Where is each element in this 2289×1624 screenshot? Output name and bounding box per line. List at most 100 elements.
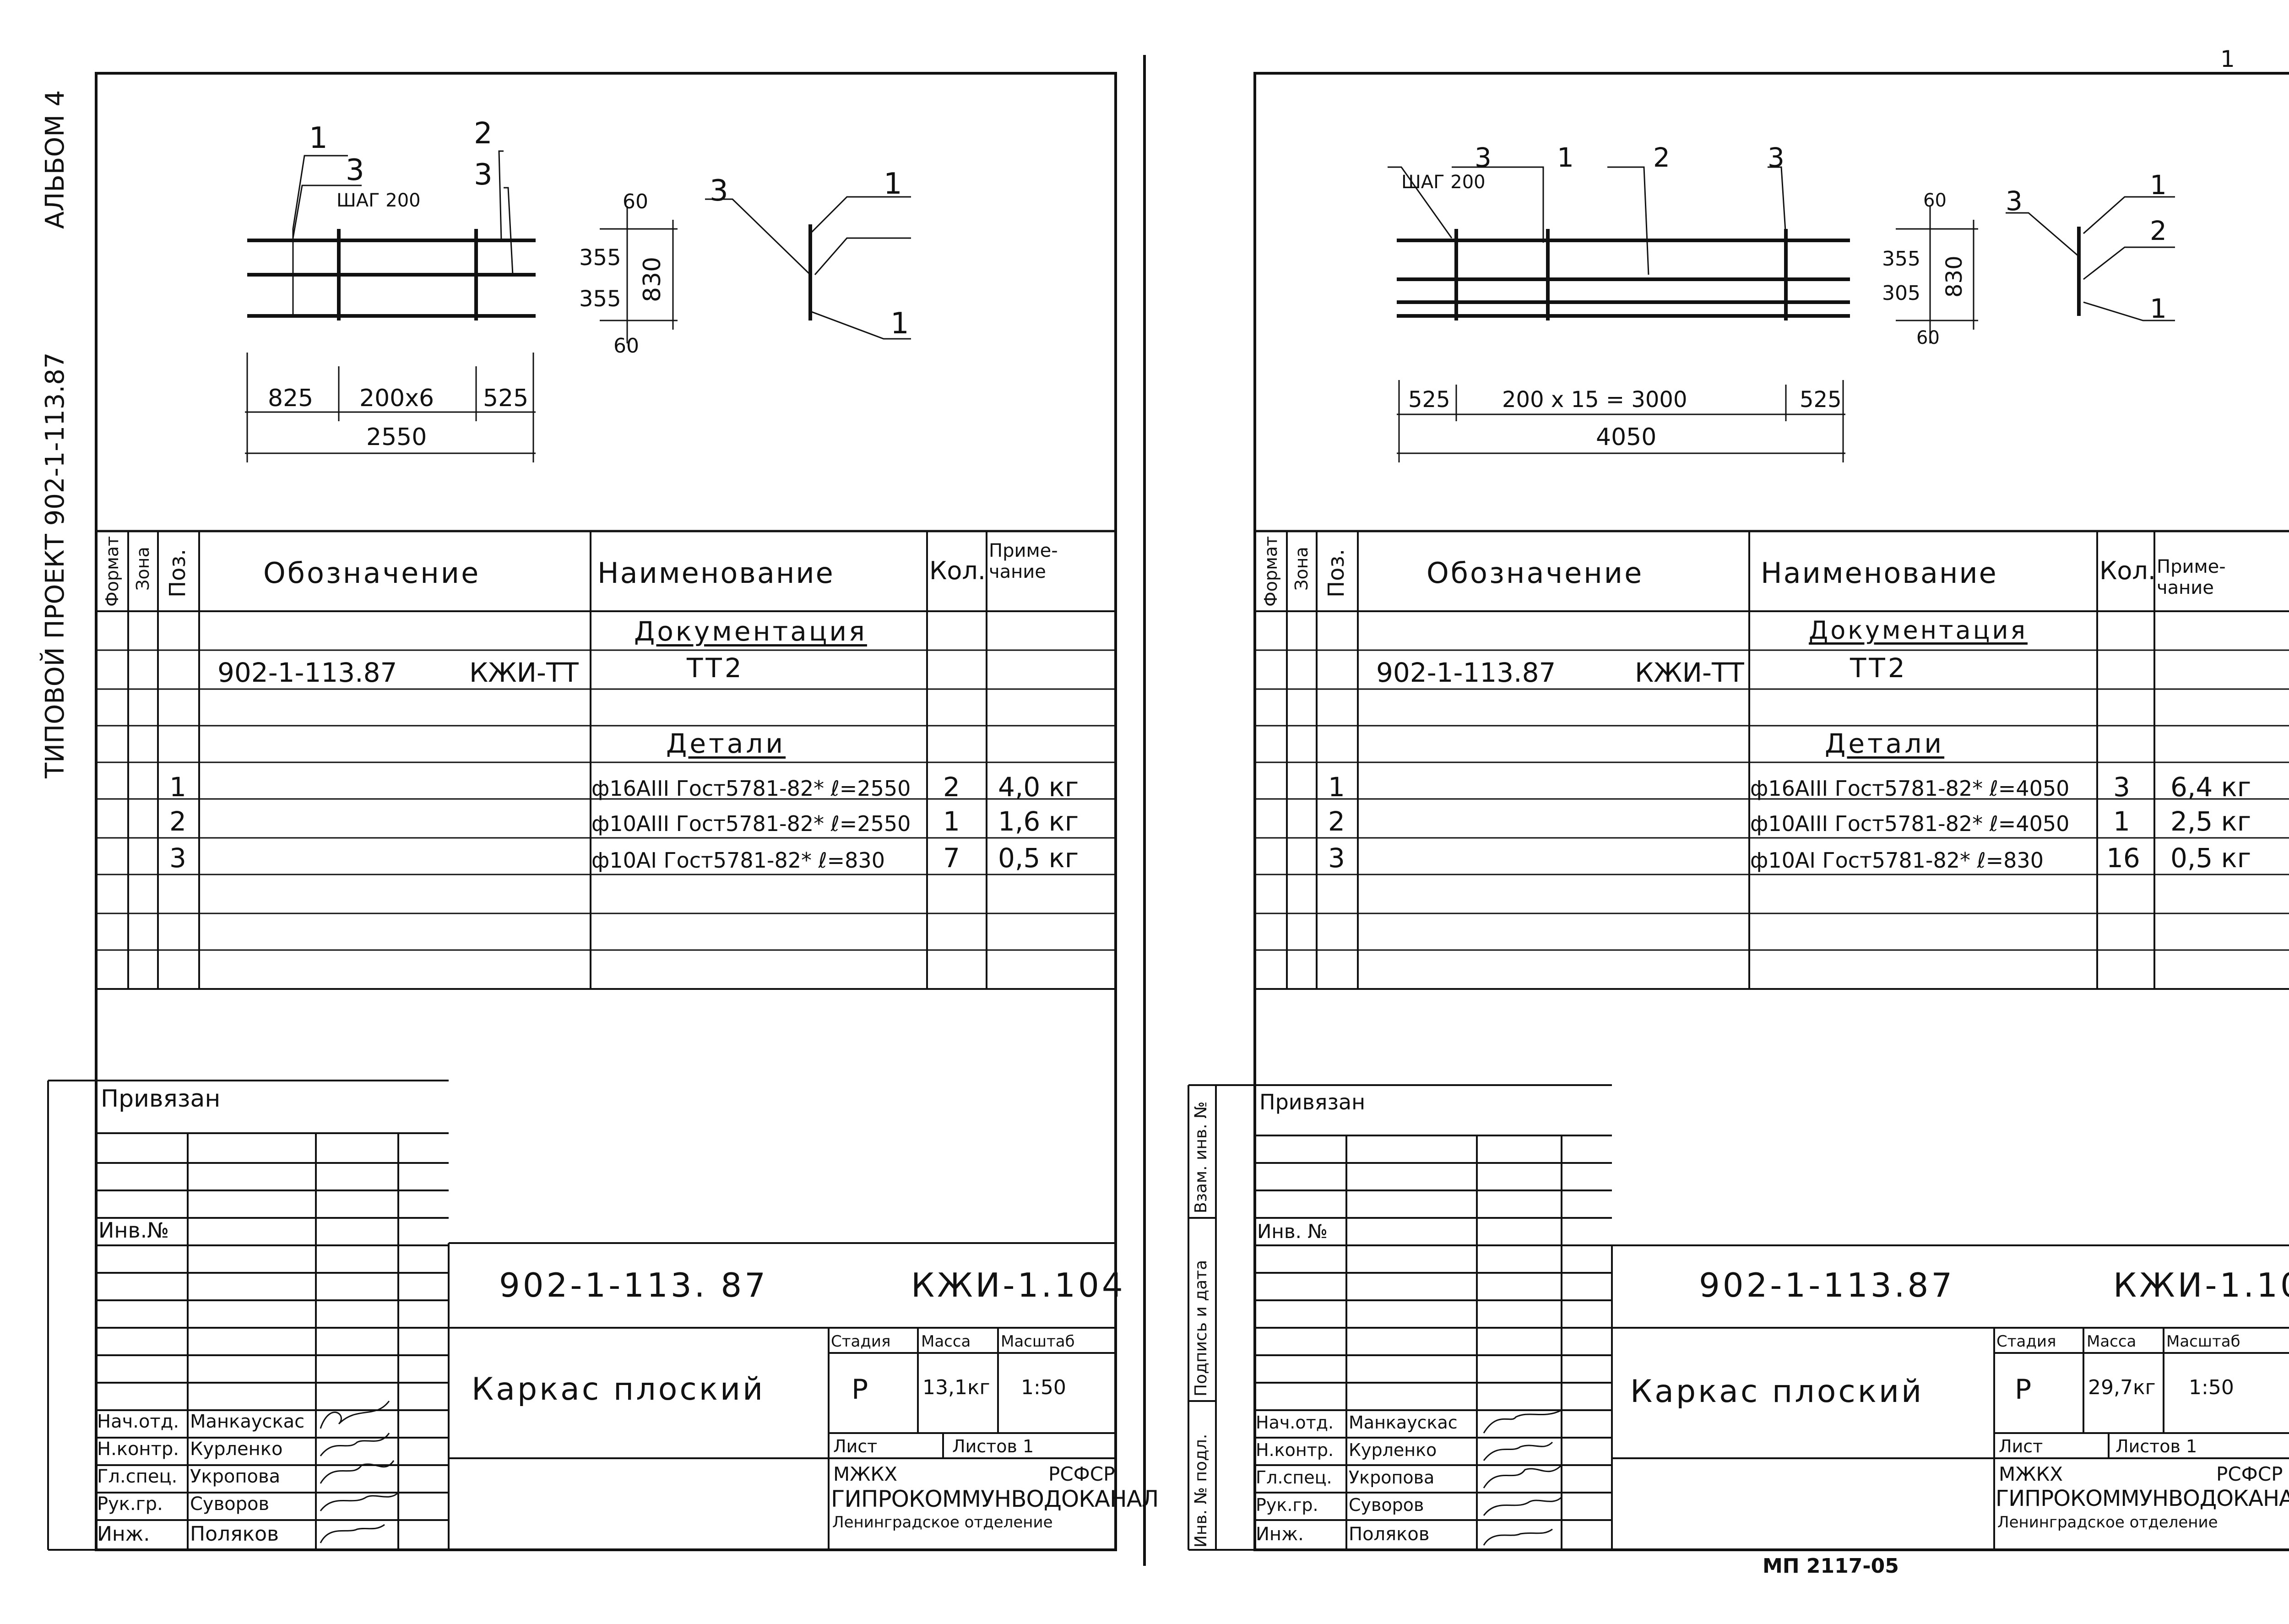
staff-role: Н.контр. (1256, 1440, 1334, 1460)
row-pos: 1 (169, 771, 186, 803)
dim-525b: 525 (1800, 387, 1842, 413)
drawing-code: 902-1-113.87 (1699, 1266, 1955, 1304)
org-republic: РСФСР (1048, 1463, 1115, 1485)
dim-825: 825 (268, 385, 314, 412)
dim-525: 525 (483, 385, 529, 412)
scale-header: Масштаб (1001, 1332, 1075, 1351)
section-parts: Детали (666, 728, 786, 759)
row-name: ф10АIII Гост5781-82* ℓ=4050 (1750, 811, 2070, 836)
row-note: 0,5 кг (998, 842, 1079, 874)
row-pos: 3 (169, 842, 186, 874)
staff-name: Поляков (190, 1522, 279, 1546)
signatures (1483, 1409, 1562, 1546)
row-pos: 3 (1328, 842, 1345, 874)
org-republic: РСФСР (2216, 1463, 2283, 1485)
plan-callout-3b: 3 (1768, 142, 1785, 173)
section-parts: Детали (1825, 728, 1945, 759)
bound-label: Привязан (1259, 1090, 1366, 1114)
plan-callout-1: 1 (1557, 142, 1574, 173)
row-name: ф16АIII Гост5781-82* ℓ=2550 (591, 776, 911, 801)
page-marker: 1 (2220, 46, 2235, 72)
sheets-header: Листов 1 (952, 1436, 1034, 1456)
hdr-note: Приме-чание (2157, 556, 2226, 598)
staff-role: Нач.отд. (97, 1411, 179, 1432)
row-note: 0,5 кг (2170, 842, 2251, 874)
hdr-designation: Обозначение (1427, 556, 1644, 590)
hdr-qty: Кол. (929, 556, 986, 585)
signatures (320, 1401, 399, 1543)
stage-header: Стадия (1996, 1332, 2056, 1351)
inv-label: Инв.№ (98, 1218, 169, 1243)
org-institute: ГИПРОКОММУНВОДОКАНАЛ (831, 1486, 1159, 1512)
plan-callout-2: 2 (474, 117, 493, 151)
staff-name: Поляков (1349, 1524, 1430, 1545)
org-ministry: МЖКХ (1999, 1463, 2063, 1485)
sec-dim-355: 355 (1882, 247, 1920, 271)
scale-value: 1:50 (1021, 1376, 1066, 1399)
sec-dim-60-bot: 60 (1916, 327, 1940, 348)
staff-name: Манкаускас (190, 1411, 305, 1432)
mass-header: Масса (921, 1332, 971, 1351)
staff-role: Инж. (97, 1522, 150, 1546)
sheet-code: КЖИ-1.104 (911, 1266, 1126, 1304)
sheet-header: Лист (833, 1436, 878, 1456)
row-pos: 2 (1328, 806, 1345, 837)
staff-name: Суворов (190, 1494, 270, 1515)
row-qty: 3 (2113, 771, 2130, 803)
sheet-header: Лист (1999, 1436, 2043, 1456)
plan-callout-1: 1 (309, 121, 328, 155)
doc-designation: 902-1-113.87 (217, 657, 397, 688)
row-qty: 16 (2106, 842, 2140, 874)
hdr-qty: Кол. (2099, 556, 2156, 585)
sec-callout-1a: 1 (2150, 169, 2167, 201)
sec-dim-60-bot: 60 (613, 334, 639, 358)
org-ministry: МЖКХ (833, 1463, 898, 1485)
row-qty: 1 (2113, 806, 2130, 837)
row-note: 2,5 кг (2170, 806, 2251, 837)
sheet-code: КЖИ-1.105 (2113, 1266, 2289, 1304)
doc-name: ТТ2 (687, 652, 744, 684)
plan-callout-3b: 3 (474, 158, 493, 192)
staff-role: Гл.спец. (97, 1466, 178, 1487)
scale-value: 1:50 (2189, 1376, 2234, 1399)
org-branch: Ленинградское отделение (832, 1513, 1053, 1532)
doc-code: КЖИ-ТТ (469, 657, 579, 688)
row-name: ф10АI Гост5781-82* ℓ=830 (1750, 848, 2044, 873)
row-qty: 1 (943, 806, 960, 837)
dim-525a: 525 (1408, 387, 1450, 413)
staff-name: Укропова (1349, 1467, 1435, 1488)
row-qty: 2 (943, 771, 960, 803)
row-note: 1,6 кг (998, 806, 1079, 837)
hdr-note: Приме-чание (989, 540, 1058, 582)
dim-200x15: 200 х 15 = 3000 (1502, 387, 1687, 413)
sheet-kzhi-1105: 3 1 2 3 ШАГ 200 525 200 х 15 = 3000 525 … (1150, 0, 2289, 1624)
staff-name: Курленко (1349, 1440, 1437, 1460)
sec-callout-2: 2 (2150, 215, 2167, 246)
section-docs: Документация (1809, 616, 2028, 645)
sec-dim-60-top: 60 (623, 190, 648, 213)
row-name: ф10АI Гост5781-82* ℓ=830 (591, 848, 885, 873)
sec-dim-305: 305 (1882, 282, 1920, 305)
sec-dim-60-top: 60 (1923, 190, 1947, 211)
sec-dim-355b: 355 (579, 286, 621, 312)
sec-callout-3: 3 (710, 174, 728, 208)
staff-name: Укропова (190, 1466, 281, 1487)
staff-name: Суворов (1349, 1495, 1424, 1515)
doc-designation: 902-1-113.87 (1376, 657, 1556, 688)
dim-200x6: 200х6 (359, 385, 434, 412)
inv-label: Инв. № (1257, 1220, 1328, 1243)
stamp-bottom: МП 2117-05 (1763, 1554, 1899, 1578)
stage-value: Р (2015, 1374, 2032, 1406)
dim-total: 2550 (366, 424, 427, 451)
staff-role: Гл.спец. (1256, 1467, 1332, 1488)
step-label: ШАГ 200 (336, 190, 421, 211)
step-label: ШАГ 200 (1401, 172, 1486, 193)
mass-header: Масса (2087, 1332, 2137, 1351)
drawing-title: Каркас плоский (1630, 1374, 1924, 1410)
bound-label: Привязан (101, 1085, 221, 1113)
staff-name: Курленко (190, 1439, 283, 1460)
sec-callout-1a: 1 (884, 167, 902, 201)
sec-callout-3: 3 (2006, 185, 2023, 217)
dim-total: 4050 (1596, 424, 1657, 451)
